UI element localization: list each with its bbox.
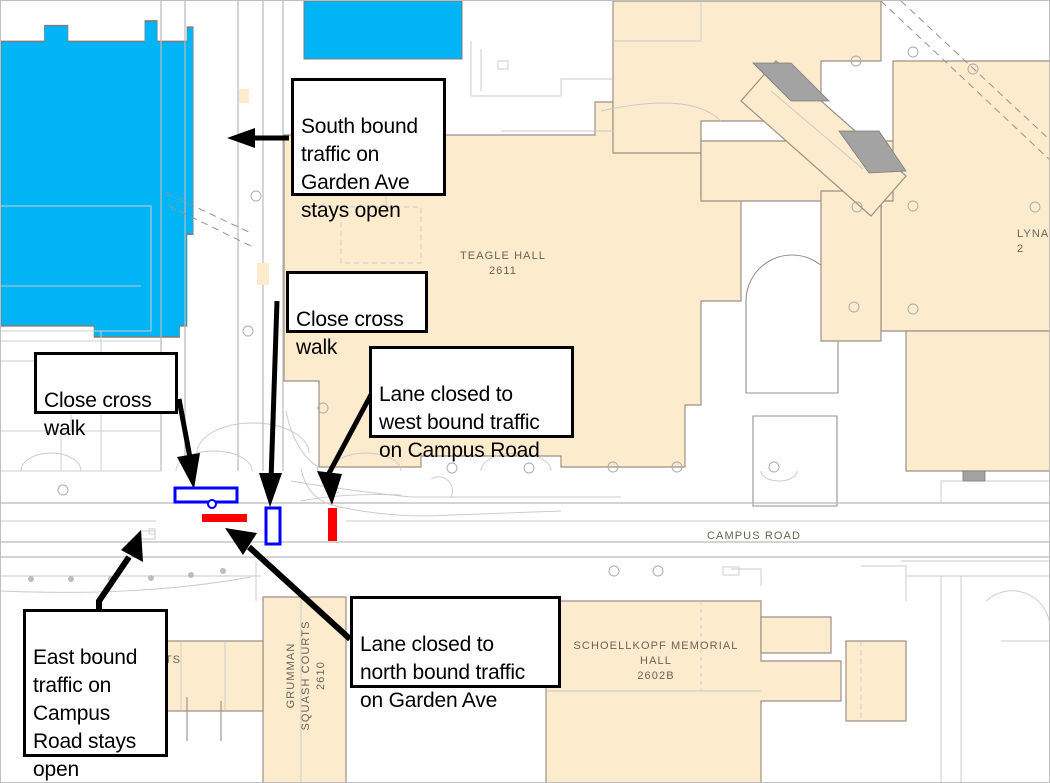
map-label-grumman-squash-courts: GRUMMAN SQUASH COURTS 2610 bbox=[285, 620, 327, 731]
building-schoellkopf-memorial-hall bbox=[545, 600, 907, 782]
callout-close-cross-walk-garden-text: Close cross walk bbox=[296, 307, 404, 359]
callout-close-cross-walk-garden[interactable]: Close cross walk bbox=[286, 271, 428, 359]
callout-east-bound-campus[interactable]: East bound traffic on Campus Road stays … bbox=[23, 609, 168, 781]
callout-close-cross-walk-west-text: Close cross walk bbox=[44, 388, 152, 440]
callout-lane-closed-westbound-campus[interactable]: Lane closed to west bound traffic on Cam… bbox=[369, 346, 574, 462]
dashed-walk-ne bbox=[880, 1, 1049, 160]
callout-south-bound-garden-text: South bound traffic on Garden Ave stays … bbox=[301, 114, 418, 222]
callout-lane-closed-westbound-campus-text: Lane closed to west bound traffic on Cam… bbox=[379, 382, 540, 462]
map-label-lynah-rink: LYNA 2 bbox=[1017, 228, 1050, 255]
dashed-walk-ne-2 bbox=[900, 1, 1049, 140]
teagle-courtyard bbox=[745, 254, 839, 507]
south-small-rooms bbox=[186, 697, 222, 741]
callout-lane-closed-northbound-garden-text: Lane closed to north bound traffic on Ga… bbox=[360, 632, 526, 712]
road-campus-road bbox=[1, 502, 1049, 558]
callout-east-bound-campus-text: East bound traffic on Campus Road stays … bbox=[33, 645, 138, 781]
southeast-features bbox=[722, 560, 1049, 782]
callout-south-bound-garden[interactable]: South bound traffic on Garden Ave stays … bbox=[291, 78, 446, 222]
east-edge-details bbox=[940, 470, 1049, 503]
callout-close-cross-walk-west[interactable]: Close cross walk bbox=[34, 352, 178, 440]
map-label-schoellkopf-memorial-hall: SCHOELLKOPF MEMORIAL HALL 2602B bbox=[573, 640, 739, 682]
pedestrian-bridge-diagonal bbox=[740, 60, 907, 217]
north-plaza bbox=[470, 1, 722, 132]
map-label-campus-road: CAMPUS ROAD bbox=[707, 530, 801, 542]
callout-lane-closed-northbound-garden[interactable]: Lane closed to north bound traffic on Ga… bbox=[350, 596, 561, 712]
map-label-teagle-hall: TEAGLE HALL 2611 bbox=[459, 250, 547, 277]
highlight-building-north bbox=[303, 1, 463, 60]
highlight-building-west bbox=[1, 20, 194, 338]
